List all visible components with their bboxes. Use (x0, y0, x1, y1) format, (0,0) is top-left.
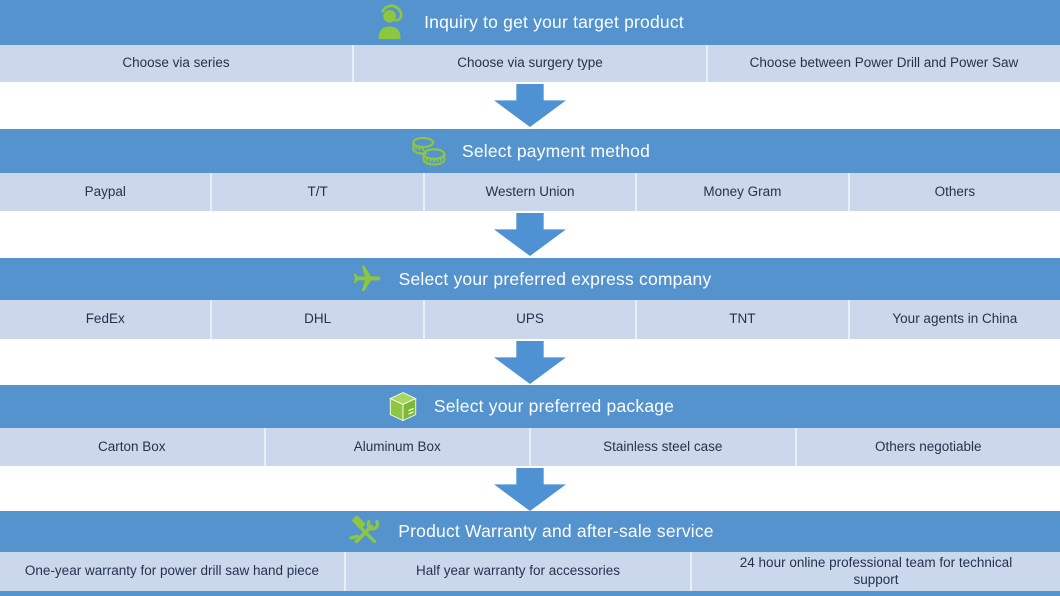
step-connector (0, 466, 1060, 511)
option-cell: Western Union (425, 173, 638, 211)
section-title: Select your preferred express company (398, 268, 712, 289)
option-cell: Paypal (0, 173, 213, 211)
option-cell: Choose between Power Drill and Power Saw (749, 55, 1019, 71)
down-arrow-icon (494, 84, 566, 127)
option-cell: FedEx (0, 300, 213, 339)
option-cell: Money Gram (637, 173, 850, 211)
section-header: Inquiry to get your target product (0, 0, 1060, 45)
section-header: Select your preferred package (0, 385, 1060, 428)
option-cell: Others (934, 183, 976, 199)
option-cell: TNT (637, 300, 850, 339)
option-cell: UPS (425, 300, 638, 339)
option-cell: Half year warranty for accessories (346, 552, 692, 591)
option-row: FedEx DHL UPS TNT Your agents in China (0, 300, 1060, 339)
step-connector (0, 82, 1060, 129)
process-step-payment: Select payment method Paypal T/T Western… (0, 129, 1060, 211)
section-title: Product Warranty and after-sale service (398, 521, 714, 541)
option-cell: 24 hour online professional team for tec… (739, 554, 1013, 587)
process-step-package: Select your preferred package Carton Box… (0, 385, 1060, 466)
option-row: Choose via series Choose via surgery typ… (0, 45, 1060, 82)
option-row: One-year warranty for power drill saw ha… (0, 552, 1060, 591)
plane-icon (349, 263, 385, 295)
process-step-express: Select your preferred express company Fe… (0, 258, 1060, 339)
tools-icon (346, 515, 384, 549)
option-cell: Choose via surgery type (354, 45, 708, 82)
step-connector (0, 339, 1060, 385)
down-arrow-icon (494, 468, 566, 511)
option-cell: T/T (212, 173, 425, 211)
process-step-warranty: Product Warranty and after-sale service … (0, 511, 1060, 591)
option-cell: Choose via series (0, 45, 354, 82)
option-row: Paypal T/T Western Union Money Gram Othe… (0, 173, 1060, 211)
process-step-inquiry: Inquiry to get your target product Choos… (0, 0, 1060, 82)
section-header: Select payment method (0, 129, 1060, 173)
option-cell: Aluminum Box (266, 428, 531, 466)
option-cell: One-year warranty for power drill saw ha… (0, 552, 346, 591)
option-cell: Your agents in China (892, 311, 1018, 327)
section-title: Inquiry to get your target product (424, 12, 684, 32)
option-cell: Stainless steel case (531, 428, 797, 466)
option-cell: DHL (212, 300, 425, 339)
coins-icon (410, 135, 448, 168)
section-title: Select payment method (461, 140, 651, 161)
option-row: Carton Box Aluminum Box Stainless steel … (0, 428, 1060, 466)
down-arrow-icon (494, 341, 566, 384)
step-connector (0, 211, 1060, 258)
option-cell: Others negotiable (874, 438, 982, 454)
bottom-edge-strip (0, 591, 1060, 596)
option-cell: Carton Box (0, 428, 266, 466)
section-header: Select your preferred express company (0, 258, 1060, 300)
support-person-icon (376, 3, 410, 42)
section-header: Product Warranty and after-sale service (0, 511, 1060, 552)
section-title: Select your preferred package (433, 396, 675, 416)
package-icon (386, 390, 420, 424)
down-arrow-icon (494, 213, 566, 256)
